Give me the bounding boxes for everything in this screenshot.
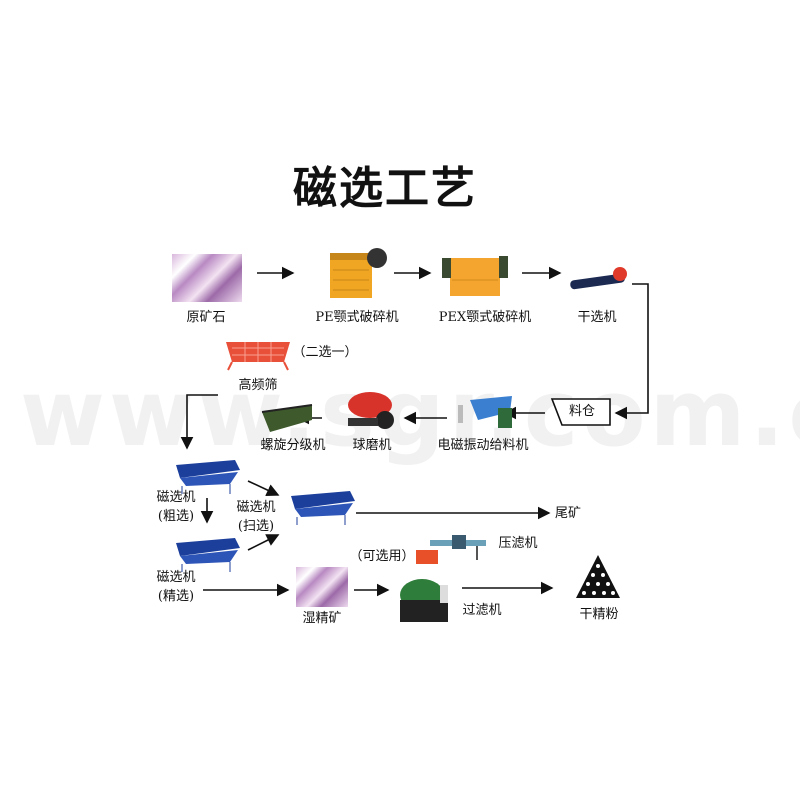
dry-separator-icon (570, 267, 627, 290)
label-dry-powder: 干精粉 (579, 607, 619, 622)
wet-concentrate-image (296, 567, 348, 607)
label-dry-separator: 干选机 (577, 310, 617, 325)
vibrating-feeder-icon (458, 396, 512, 428)
arrow (247, 534, 280, 551)
arrow (614, 283, 649, 420)
label-tailings: 尾矿 (554, 506, 582, 521)
filter-press-icon (416, 535, 486, 564)
pex-crusher-icon (442, 256, 508, 296)
label-ball-mill: 球磨机 (352, 438, 392, 453)
filter-icon (400, 579, 448, 622)
label-mag-scav-note: (扫选) (237, 519, 275, 534)
label-spiral-classifier: 螺旋分级机 (260, 438, 326, 453)
label-pex-crusher: PEX颚式破碎机 (438, 310, 532, 325)
ball-mill-icon (348, 392, 394, 429)
label-mag-scav: 磁选机 (236, 500, 276, 515)
label-bin: 料仓 (568, 404, 596, 419)
pe-crusher-icon (330, 248, 387, 298)
arrow (180, 394, 218, 450)
label-raw-ore: 原矿石 (186, 310, 226, 325)
magnetic-separator-rough-icon (176, 460, 240, 494)
label-wet-concentrate: 湿精矿 (302, 611, 342, 626)
hf-screen-icon (226, 342, 290, 371)
label-mag-fine: 磁选机 (156, 570, 196, 585)
label-vibrating-feeder: 电磁振动给料机 (437, 438, 529, 453)
bin-icon (550, 398, 611, 426)
label-choose-one: （二选一） (292, 345, 358, 360)
label-mag-rough: 磁选机 (156, 490, 196, 505)
label-filter: 过滤机 (462, 603, 502, 618)
label-mag-rough-note: (粗选) (157, 509, 195, 524)
dry-powder-pile-icon (576, 555, 620, 598)
label-hf-screen: 高频筛 (238, 378, 278, 393)
arrow (247, 480, 280, 497)
label-filter-press: 压滤机 (498, 536, 538, 551)
diagram-title: 磁选工艺 (293, 163, 477, 214)
magnetic-separator-fine-icon (176, 538, 240, 572)
label-optional: （可选用） (349, 549, 415, 564)
label-pe-crusher: PE颚式破碎机 (315, 310, 399, 325)
raw-ore-image (172, 254, 242, 302)
label-mag-fine-note: (精选) (157, 589, 195, 604)
magnetic-separator-scavenge-icon (291, 491, 355, 525)
spiral-classifier-icon (261, 404, 313, 432)
